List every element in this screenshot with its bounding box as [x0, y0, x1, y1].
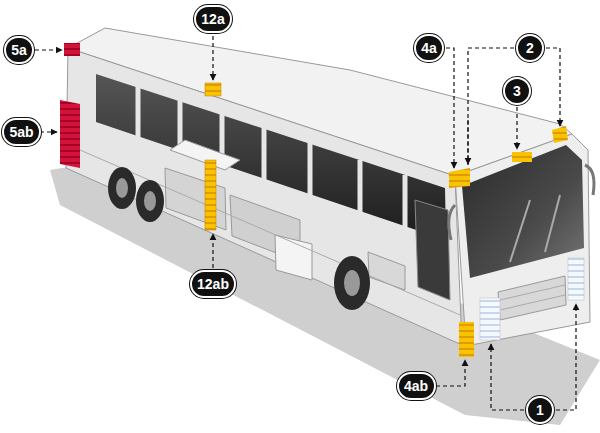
callout-label: 12ab	[197, 277, 229, 291]
callout-label: 4ab	[404, 379, 428, 393]
callout-number: 12ab	[190, 270, 236, 298]
callout-number: 4ab	[397, 372, 436, 400]
callout-number: 1	[526, 396, 554, 424]
callout-number: 4a	[414, 34, 444, 62]
callout-label: 1	[536, 403, 544, 417]
callout-label: 3	[513, 84, 521, 98]
callout-number: 2	[516, 34, 544, 62]
callout-label: 2	[526, 41, 534, 55]
callout-label: 5a	[11, 43, 27, 57]
callout-number: 5a	[4, 36, 34, 64]
callout-number: 3	[503, 77, 531, 105]
callout-number: 12a	[194, 5, 232, 33]
callout-label: 12a	[201, 12, 224, 26]
callout-label: 4a	[421, 41, 437, 55]
callout-label: 5ab	[9, 125, 33, 139]
callout-number: 5ab	[2, 118, 41, 146]
